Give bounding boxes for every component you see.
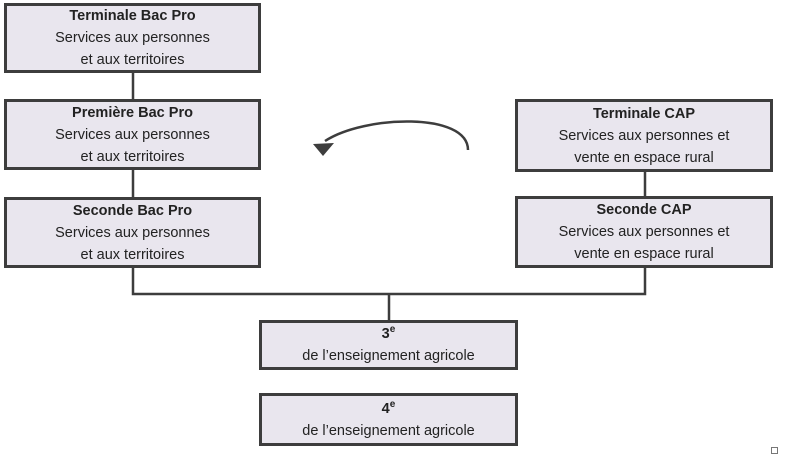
box-quatrieme-number: 4 [381, 400, 390, 417]
box-seconde-cap-line1: Services aux personnes et [558, 224, 730, 240]
box-quatrieme-line1: de l’enseignement agricole [302, 422, 475, 439]
box-terminale-bac-pro-title: Terminale Bac Pro [69, 8, 196, 24]
box-seconde-cap: Seconde CAP Services aux personnes et ve… [515, 196, 773, 268]
box-terminale-bac-pro-line2: et aux territoires [80, 52, 185, 68]
box-terminale-cap-line1: Services aux personnes et [558, 127, 730, 144]
box-premiere-bac-pro-line2: et aux territoires [80, 148, 185, 165]
resize-handle-icon [771, 447, 778, 454]
box-terminale-cap-title: Terminale CAP [592, 105, 696, 122]
box-premiere-bac-pro-title: Première Bac Pro [72, 104, 193, 121]
arrow-head-icon [313, 143, 334, 156]
box-quatrieme: 4e de l’enseignement agricole [259, 393, 518, 446]
box-troisieme-number: 3 [381, 326, 390, 342]
box-terminale-cap: Terminale CAP Services aux personnes et … [515, 99, 773, 172]
box-seconde-bac-pro-line2: et aux territoires [80, 246, 185, 263]
connector-seconde-to-troisieme [131, 267, 647, 296]
box-premiere-bac-pro: Première Bac Pro Services aux personnes … [4, 99, 261, 170]
box-seconde-bac-pro-line1: Services aux personnes [55, 224, 210, 241]
box-troisieme: 3e de l’enseignement agricole [259, 320, 518, 370]
box-troisieme-title: 3e [382, 323, 396, 345]
box-terminale-bac-pro-line1: Services aux personnes [55, 30, 210, 46]
box-quatrieme-title: 4e [382, 398, 396, 420]
box-quatrieme-sup: e [389, 398, 396, 410]
box-terminale-bac-pro: Terminale Bac Pro Services aux personnes… [4, 3, 261, 73]
box-premiere-bac-pro-line1: Services aux personnes [55, 126, 210, 143]
box-troisieme-line1: de l’enseignement agricole [302, 348, 475, 364]
box-terminale-cap-line2: vente en espace rural [574, 149, 714, 166]
box-seconde-bac-pro-title: Seconde Bac Pro [72, 202, 193, 219]
curved-arrow [324, 120, 470, 151]
box-seconde-cap-title: Seconde CAP [596, 202, 692, 218]
box-seconde-cap-line2: vente en espace rural [574, 246, 714, 262]
box-troisieme-sup: e [389, 324, 396, 336]
box-seconde-bac-pro: Seconde Bac Pro Services aux personnes e… [4, 197, 261, 268]
